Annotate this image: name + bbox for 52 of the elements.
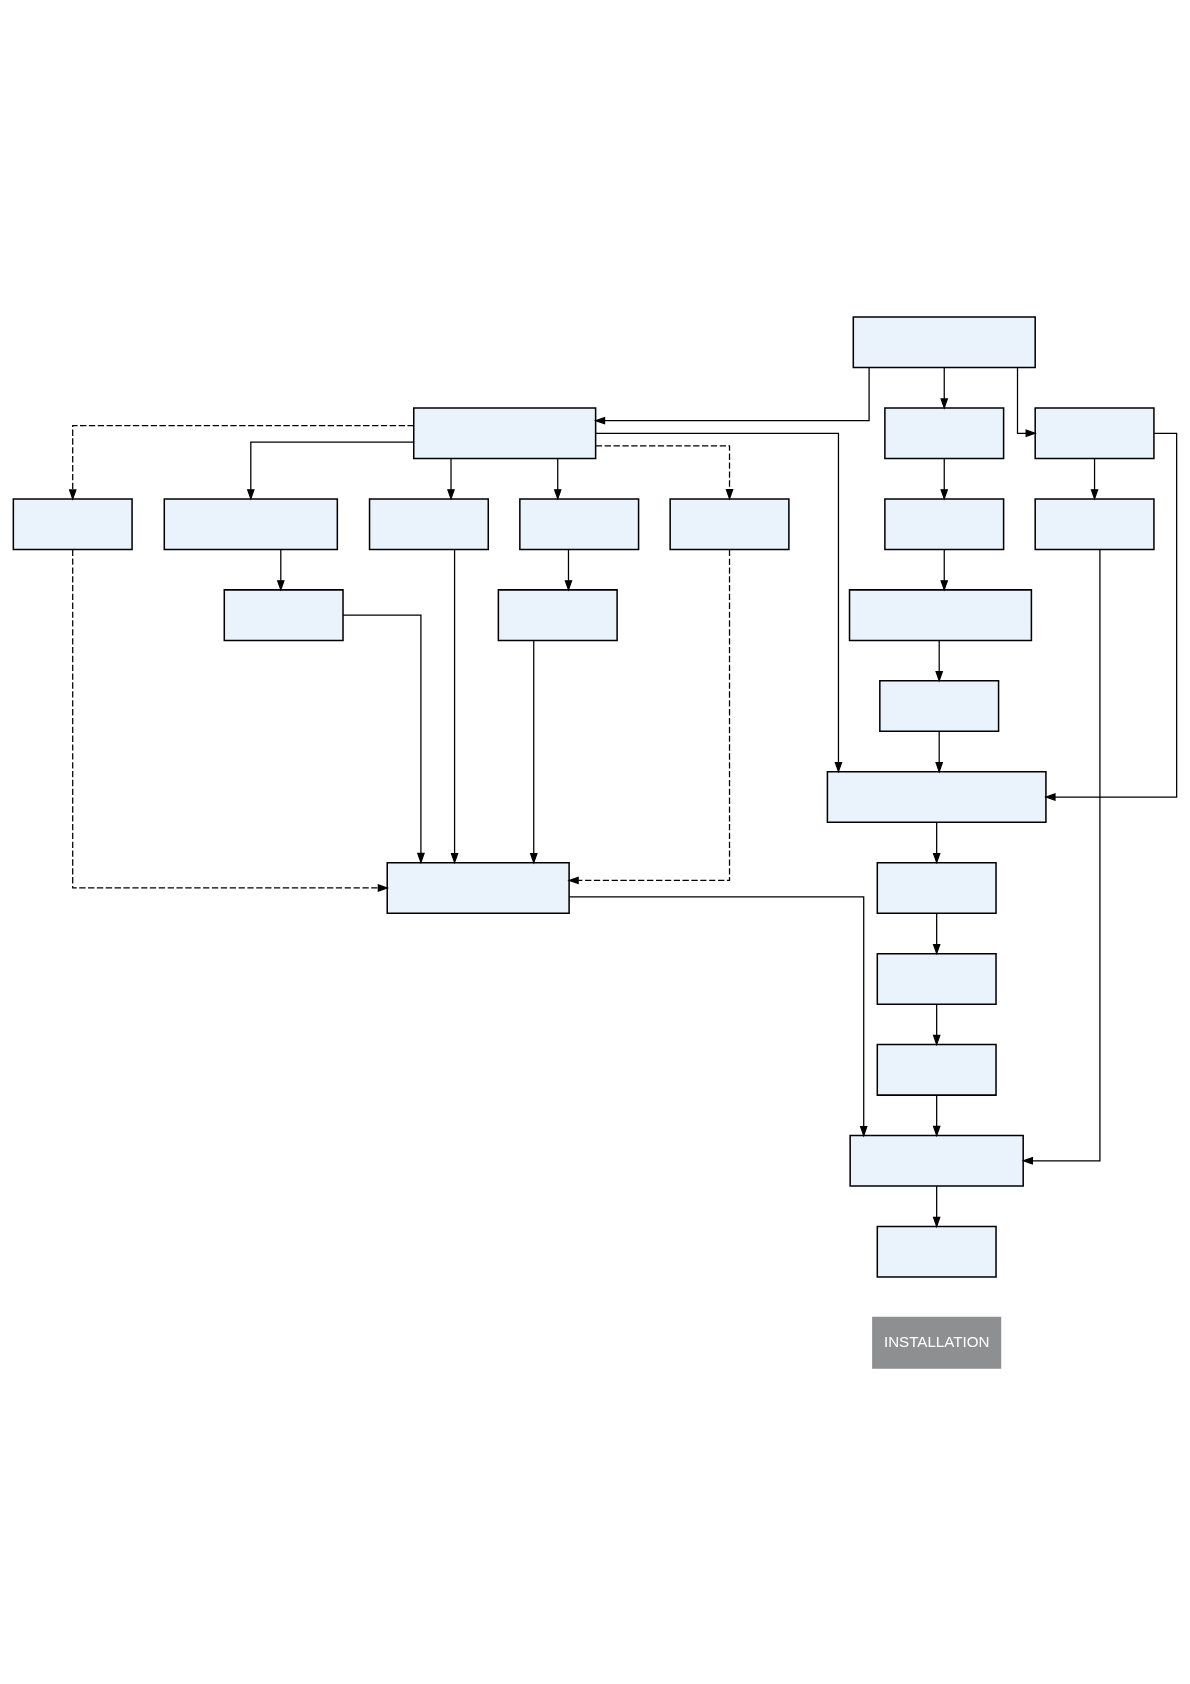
node-box <box>848 588 1033 641</box>
arrow <box>450 548 459 864</box>
node-box <box>884 497 1005 550</box>
arrow <box>595 432 843 773</box>
label: INSTALLATION <box>883 1332 990 1350</box>
node-box <box>163 497 339 550</box>
arrow <box>568 895 868 1137</box>
arrow <box>564 548 573 592</box>
arrow <box>1090 457 1099 501</box>
node-box <box>497 588 618 641</box>
node-box <box>876 1043 997 1096</box>
node-box <box>519 497 640 550</box>
node-box <box>876 952 997 1005</box>
arrow <box>447 457 455 501</box>
arrow <box>935 730 944 773</box>
arrow <box>940 457 949 501</box>
arrow <box>72 548 390 892</box>
arrow <box>940 548 949 592</box>
node-box <box>669 497 790 550</box>
arrow <box>567 548 731 884</box>
arrow <box>595 444 734 500</box>
node-box <box>876 1225 997 1278</box>
node-box <box>852 315 1036 368</box>
arrow <box>932 912 941 955</box>
node-box <box>849 1134 1024 1187</box>
arrow <box>932 1185 941 1228</box>
arrow <box>276 548 285 592</box>
node-box <box>386 861 570 914</box>
node-box <box>884 406 1005 459</box>
arrow <box>593 366 870 425</box>
arrow <box>529 639 538 864</box>
arrow <box>246 440 414 501</box>
node-box <box>12 497 133 550</box>
node-box <box>1034 497 1155 550</box>
arrow <box>1021 548 1101 1165</box>
node-box <box>1034 406 1155 459</box>
node-box <box>368 497 490 550</box>
arrow <box>932 1094 941 1137</box>
node-box <box>826 770 1047 823</box>
arrow <box>940 366 949 410</box>
arrow <box>553 457 562 501</box>
node-box <box>223 588 344 641</box>
node-box <box>879 679 1000 732</box>
arrow <box>935 639 944 682</box>
node-box <box>876 861 997 914</box>
arrow <box>932 1003 941 1046</box>
arrow <box>1044 432 1178 801</box>
node-box <box>413 406 597 459</box>
arrow <box>1016 366 1037 437</box>
arrow <box>932 821 941 864</box>
arrow <box>342 614 425 864</box>
arrow <box>68 424 415 501</box>
